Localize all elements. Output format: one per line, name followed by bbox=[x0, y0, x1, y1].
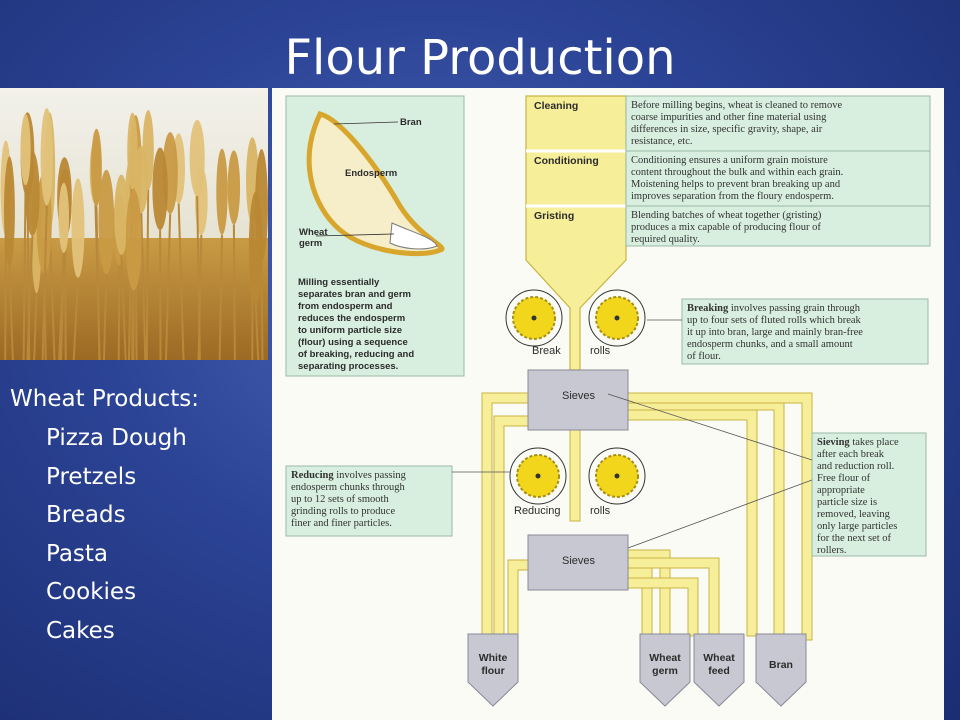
sieving-text: particle size is bbox=[817, 497, 877, 508]
white-flour-label-line1: White bbox=[479, 652, 508, 664]
gristing-text: produces a mix capable of producing flou… bbox=[631, 222, 821, 233]
product-item: Cookies bbox=[46, 579, 137, 605]
cleaning-text: coarse impurities and other fine materia… bbox=[631, 112, 827, 123]
breaking-text: it up into bran, large and mainly bran-f… bbox=[687, 327, 863, 338]
conditioning-label: Conditioning bbox=[534, 155, 599, 167]
sieving-text: only large particles bbox=[817, 521, 897, 532]
grain-illustration bbox=[306, 111, 445, 257]
breaking-text: up to four sets of fluted rolls which br… bbox=[687, 315, 862, 326]
breaking-box bbox=[681, 298, 929, 365]
wheat-products: Wheat Products: Pizza Dough Pretzels Bre… bbox=[10, 386, 199, 650]
product-item: Breads bbox=[46, 502, 126, 528]
reducing-label: Reducing bbox=[514, 505, 560, 517]
wheat-germ-output-line2: germ bbox=[652, 665, 678, 677]
grain-desc-line: reduces the endosperm bbox=[298, 313, 405, 324]
wheat-germ-label-line2: germ bbox=[299, 238, 322, 249]
flour-milling-diagram: Bran Endosperm Wheat germ Milling essent… bbox=[272, 88, 944, 720]
reducing-rolls-label: rolls bbox=[590, 505, 611, 517]
sieves-top bbox=[527, 369, 629, 431]
slide-title: Flour Production bbox=[284, 30, 676, 86]
gristing-label: Gristing bbox=[534, 210, 574, 222]
endosperm-label: Endosperm bbox=[345, 168, 397, 179]
conditioning-box bbox=[625, 150, 931, 207]
grain-desc-line: separates bran and germ bbox=[298, 289, 411, 300]
sieves-top-label: Sieves bbox=[562, 390, 596, 402]
white-flour-label-line2: flour bbox=[481, 665, 504, 677]
gristing-text: Blending batches of wheat together (gris… bbox=[631, 210, 822, 221]
reducing-text: finer and finer particles. bbox=[291, 518, 392, 529]
reducing-text: grinding rolls to produce bbox=[291, 506, 395, 517]
bran-label: Bran bbox=[400, 117, 422, 128]
grain-desc-line: to uniform particle size bbox=[298, 325, 402, 336]
conditioning-text: content throughout the bulk and within e… bbox=[631, 167, 843, 178]
sieving-text: after each break bbox=[817, 449, 885, 460]
bran-output-label: Bran bbox=[769, 659, 793, 671]
sieving-text: removed, leaving bbox=[817, 509, 891, 520]
gristing-text: required quality. bbox=[631, 234, 700, 245]
sieving-box bbox=[811, 432, 927, 557]
output-bins bbox=[467, 633, 807, 707]
reducing-text: endosperm chunks through bbox=[291, 482, 405, 493]
wheat-feed-bin bbox=[693, 633, 745, 707]
reducing-text-first: Reducing involves passing bbox=[291, 470, 407, 481]
products-heading: Wheat Products: bbox=[10, 386, 199, 412]
cleaning-text: resistance, etc. bbox=[631, 136, 693, 147]
product-item: Pasta bbox=[46, 540, 109, 567]
reducing-box bbox=[285, 465, 453, 537]
cleaning-label: Cleaning bbox=[534, 100, 578, 112]
sieving-text-first: Sieving takes place bbox=[817, 437, 899, 448]
conditioning-text: Moistening helps to prevent bran breakin… bbox=[631, 179, 841, 190]
wheat-germ-bin bbox=[639, 633, 691, 707]
gristing-box bbox=[625, 205, 931, 247]
grain-desc-line: Milling essentially bbox=[298, 277, 380, 288]
sieving-text: Free flour of bbox=[817, 473, 871, 484]
product-item: Cakes bbox=[46, 617, 115, 644]
grain-desc-line: of breaking, reducing and bbox=[298, 349, 414, 360]
break-rolls-label: rolls bbox=[590, 345, 611, 357]
cleaning-text: Before milling begins, wheat is cleaned … bbox=[631, 100, 842, 111]
sieving-text: appropriate bbox=[817, 485, 865, 496]
cleaning-box bbox=[625, 95, 931, 152]
cleaning-text: differences in size, specific gravity, s… bbox=[631, 124, 823, 135]
break-rolls bbox=[505, 289, 646, 347]
grain-description: Milling essentially separates bran and g… bbox=[298, 277, 414, 372]
wheat-germ-label-line1: Wheat bbox=[299, 227, 328, 238]
reducing-text: up to 12 sets of smooth bbox=[291, 494, 389, 505]
wheat-feed-output-line1: Wheat bbox=[703, 652, 735, 664]
grain-desc-line: from endosperm and bbox=[298, 301, 393, 312]
breaking-text: of flour. bbox=[687, 351, 721, 362]
conditioning-text: Conditioning ensures a uniform grain moi… bbox=[631, 155, 828, 166]
reducing-rolls bbox=[509, 447, 646, 505]
sieving-text: rollers. bbox=[817, 545, 846, 556]
wheat-germ-output-line1: Wheat bbox=[649, 652, 681, 664]
conditioning-text: improves separation from the floury endo… bbox=[631, 191, 834, 202]
break-label: Break bbox=[532, 345, 561, 357]
product-item: Pizza Dough bbox=[46, 425, 187, 451]
breaking-text: endosperm chunks, and a small amount bbox=[687, 339, 853, 350]
grain-desc-line: separating processes. bbox=[298, 361, 398, 372]
sieving-text: for the next set of bbox=[817, 533, 892, 544]
wheat-feed-output-line2: feed bbox=[708, 665, 730, 677]
sieves-bottom bbox=[527, 534, 629, 591]
breaking-text-first: Breaking involves passing grain through bbox=[687, 303, 861, 314]
sieves-bottom-label: Sieves bbox=[562, 555, 596, 567]
white-flour-bin bbox=[467, 633, 519, 707]
product-item: Pretzels bbox=[46, 463, 137, 490]
bran-bin bbox=[755, 633, 807, 707]
sieving-text: and reduction roll. bbox=[817, 461, 894, 472]
wheat-field-photo bbox=[0, 88, 268, 360]
grain-desc-line: (flour) using a sequence bbox=[298, 337, 408, 348]
